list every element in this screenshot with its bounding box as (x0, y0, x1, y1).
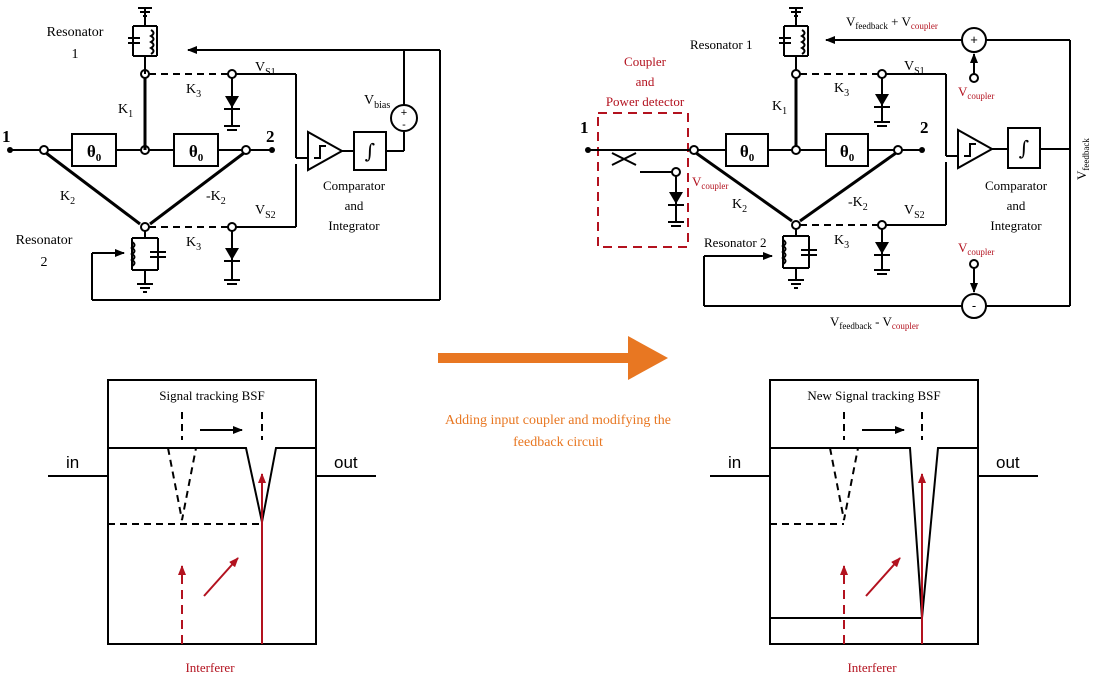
left-circuit: Resonator 1 K1 K3 (2, 7, 441, 301)
left-plot-in-label: in (66, 453, 79, 472)
right-comparator-label-3: Integrator (990, 218, 1042, 233)
right-plot-in-label: in (728, 453, 741, 472)
left-mk2-label: -K2 (206, 189, 226, 207)
left-theta-box-2 (173, 133, 219, 167)
right-circuit: Coupler and Power detector 1 Vcoupler θ0… (580, 7, 1091, 331)
left-theta-box-1 (71, 133, 117, 167)
left-plot-move-arrow (203, 557, 239, 597)
left-node-vs1 (227, 69, 237, 79)
right-integrator-symbol (1007, 127, 1041, 169)
svg-text:+: + (401, 107, 407, 119)
left-plot-out-label: out (334, 453, 358, 472)
arrow-caption-line1: Adding input coupler and modifying the (445, 413, 671, 428)
left-vs2-label: VS2 (255, 203, 276, 221)
arrow-caption-line2: feedback circuit (513, 435, 603, 450)
left-resonator2-symbol (130, 231, 166, 293)
right-comparator-symbol (957, 128, 995, 170)
left-comparator-label-1: Comparator (323, 178, 386, 193)
right-k1-label: K1 (772, 99, 787, 117)
left-k3-bottom-label: K3 (186, 235, 201, 253)
right-k3-bottom-label: K3 (834, 233, 849, 251)
right-plot-out-label: out (996, 453, 1020, 472)
svg-text:-: - (402, 119, 406, 131)
right-port1-label: 1 (580, 118, 589, 137)
transition-arrow (438, 336, 668, 380)
right-coupler-label-1: Coupler (624, 54, 667, 69)
svg-text:-: - (972, 298, 976, 313)
right-theta-1: θ0 (740, 142, 755, 164)
right-resonator1-label: Resonator 1 (690, 37, 752, 52)
right-vcoupler-label: Vcoupler (692, 174, 728, 191)
right-resonator1-symbol (779, 7, 809, 70)
left-plot-title: Signal tracking BSF (159, 388, 264, 403)
left-port1-label: 1 (2, 127, 11, 146)
right-comparator-label-1: Comparator (985, 178, 1048, 193)
left-k2-line (45, 151, 141, 226)
right-plot-frame (769, 379, 979, 645)
right-plot: New Signal tracking BSF in out Interfere… (710, 379, 1038, 675)
right-plot-interferer-label: Interferer (847, 660, 897, 675)
right-plot-title: New Signal tracking BSF (807, 388, 940, 403)
left-port2-label: 2 (266, 127, 275, 146)
right-k2-label: K2 (732, 197, 747, 215)
left-plot: Signal tracking BSF in out Interferer (48, 379, 376, 675)
right-port2-label: 2 (920, 118, 929, 137)
right-coupler-label-2: and (636, 74, 655, 89)
right-plot-move-arrow (865, 557, 901, 597)
left-plot-frame (107, 379, 317, 645)
left-node-r2 (140, 222, 150, 232)
left-mk2-line (149, 151, 245, 226)
left-vbias-label: Vbias (364, 93, 390, 111)
left-theta-2: θ0 (189, 142, 204, 164)
right-resonator2-symbol (781, 229, 817, 289)
left-integrator-symbol (353, 131, 387, 171)
left-comparator-label-2: and (345, 198, 364, 213)
right-resonator2-label: Resonator 2 (704, 235, 766, 250)
left-theta-1: θ0 (87, 142, 102, 164)
left-vs1-label: VS1 (255, 60, 276, 78)
left-k1-label: K1 (118, 102, 133, 120)
svg-text:∫: ∫ (365, 139, 375, 163)
left-resonator1-label-line2: 1 (72, 47, 79, 62)
left-node-vs2 (227, 222, 237, 232)
right-comparator-label-2: and (1007, 198, 1026, 213)
right-vfeedback-label: Vfeedback (1074, 138, 1091, 180)
left-k2-label: K2 (60, 189, 75, 207)
svg-text:+: + (970, 32, 978, 47)
left-plot-interferer-label: Interferer (185, 660, 235, 675)
right-mk2-label: -K2 (848, 195, 868, 213)
right-vs1-label: VS1 (904, 59, 925, 77)
left-diode-bottom (224, 231, 240, 285)
right-vcoupler-plus-label: Vcoupler (958, 84, 994, 101)
left-port2-dot (269, 147, 275, 153)
left-resonator2-label-line1: Resonator (16, 233, 73, 248)
right-vs2-label: VS2 (904, 203, 925, 221)
svg-text:∫: ∫ (1019, 136, 1029, 160)
left-k3-top-label: K3 (186, 82, 201, 100)
right-k3-top-label: K3 (834, 81, 849, 99)
left-resonator1-label-line1: Resonator (47, 25, 104, 40)
left-resonator1-symbol (128, 7, 158, 74)
left-plot-previous-notch (167, 447, 197, 521)
left-comparator-symbol (307, 130, 345, 172)
right-coupler-box (597, 112, 689, 248)
left-resonator2-label-line2: 2 (41, 255, 48, 270)
left-comparator-label-3: Integrator (328, 218, 380, 233)
right-vcoupler-minus-label: Vcoupler (958, 240, 994, 257)
right-vfb-minus-label: Vfeedback - Vcoupler (830, 314, 919, 331)
right-vfb-plus-label: Vfeedback + Vcoupler (846, 14, 938, 31)
right-coupler-label-3: Power detector (606, 94, 685, 109)
right-plot-previous-notch (829, 447, 859, 521)
left-diode-top (224, 78, 240, 131)
right-theta-2: θ0 (840, 142, 855, 164)
